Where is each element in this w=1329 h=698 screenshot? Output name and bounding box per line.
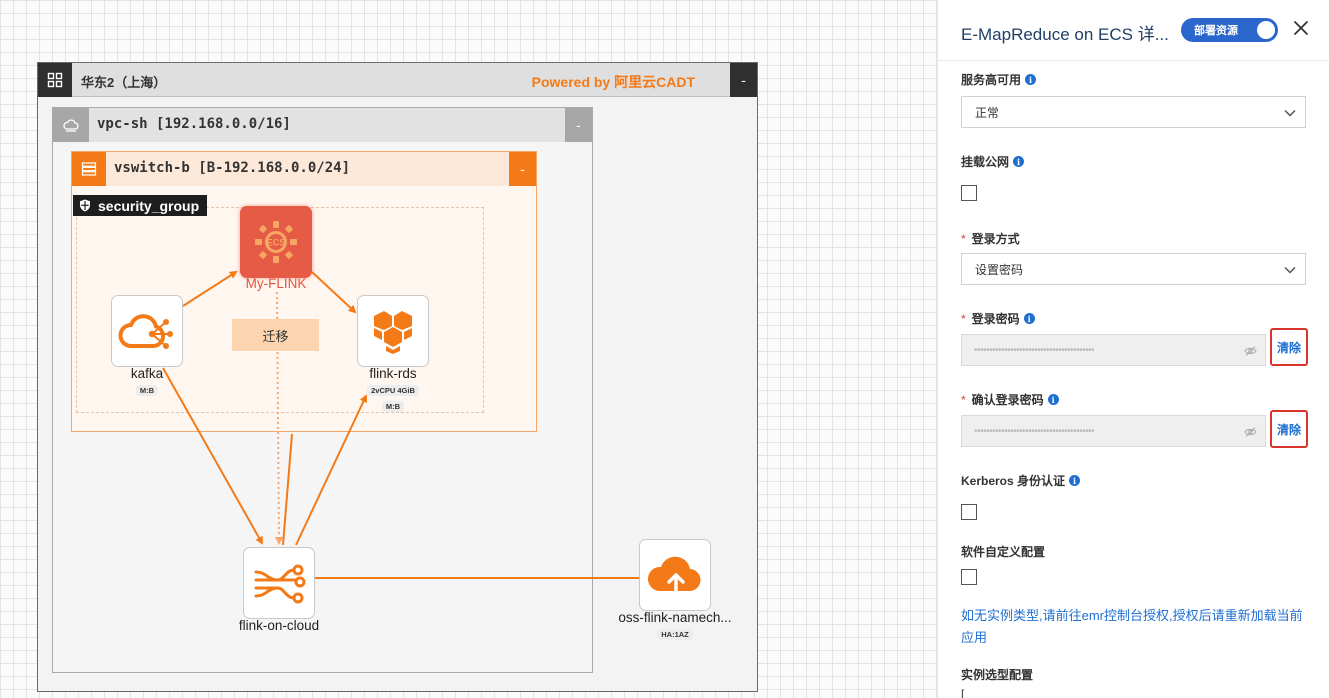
deploy-resource-toggle[interactable]: 部署资源 [1181,18,1278,42]
ha-select[interactable]: 正常 [961,96,1306,128]
field-label-text: 挂载公网 [961,155,1010,169]
region-grid-icon [38,63,72,97]
oss-upload-cloud-icon [639,539,711,611]
close-icon[interactable] [1290,17,1312,39]
field-label-text: Kerberos 身份认证 [961,474,1066,488]
login-password-field-label: * 登录密码 i [961,310,1035,327]
info-icon[interactable]: i [1023,313,1035,324]
node-ecs-my-flink[interactable]: ECS My-FLINK [240,206,312,291]
instance-config-field-label: 实例选型配置 [961,666,1033,683]
login-password-input[interactable]: •••••••••••••••••••••••••••••••••••••••• [961,334,1266,366]
kerberos-checkbox[interactable] [961,504,977,520]
masked-value: •••••••••••••••••••••••••••••••••••••••• [974,344,1095,356]
node-oss[interactable]: oss-flink-namech... HA:1AZ [618,539,732,640]
region-header: 华东2（上海） Powered by 阿里云CADT - [38,63,757,97]
kerberos-field-label: Kerberos 身份认证 i [961,472,1081,489]
login-method-select[interactable]: 设置密码 [961,253,1306,285]
cloud-icon [53,108,89,142]
node-kafka[interactable]: kafka M:B [111,295,183,396]
field-label-text: 登录方式 [971,232,1020,246]
toggle-knob [1257,21,1275,39]
field-label-text: 服务高可用 [961,73,1022,87]
node-label: flink-on-cloud [238,618,320,633]
field-label-text: 软件自定义配置 [961,545,1046,559]
shield-icon [80,199,90,212]
masked-value: •••••••••••••••••••••••••••••••••••••••• [974,425,1095,437]
info-icon[interactable]: i [1025,74,1037,85]
field-label-text: 确认登录密码 [971,393,1044,407]
link-kafka-flink[interactable] [162,367,263,545]
info-icon[interactable]: i [1013,156,1025,167]
vswitch-collapse-button[interactable]: - [509,152,536,186]
public-ip-field-label: 挂载公网 i [961,153,1025,170]
server-list-icon [72,152,106,186]
public-ip-checkbox[interactable] [961,185,977,201]
required-mark: * [961,231,966,246]
instance-config-value: [ [961,687,965,698]
link-flink-rds[interactable] [295,394,368,546]
migrate-button[interactable]: 迁移 [232,319,319,351]
required-mark: * [961,311,966,326]
detail-panel[interactable]: E-MapReduce on ECS 详... 部署资源 服务高可用 i 正常 … [937,0,1329,698]
vpc-title: vpc-sh [192.168.0.0/16] [97,116,291,132]
select-value: 正常 [975,105,1000,120]
select-value: 设置密码 [975,262,1024,277]
node-label: My-FLINK [245,276,307,291]
node-label: oss-flink-namech... [618,610,732,625]
link-vswitch-flink[interactable] [282,433,293,546]
rds-hexagon-icon [357,295,429,367]
link-ecs-rds[interactable] [311,271,357,314]
confirm-password-field-label: * 确认登录密码 i [961,391,1059,408]
panel-title: E-MapReduce on ECS 详... [961,25,1169,44]
node-label: flink-rds [369,366,417,381]
field-label-text: 实例选型配置 [961,668,1034,682]
region-collapse-button[interactable]: - [730,63,757,97]
clear-password-button[interactable]: 清除 [1270,328,1308,366]
vpc-header: vpc-sh [192.168.0.0/16] - [53,108,592,142]
chevron-down-icon [1284,109,1296,117]
node-flink-on-cloud[interactable]: flink-on-cloud [239,547,319,633]
required-mark: * [961,392,966,407]
kafka-cloud-icon [111,295,183,367]
login-method-field-label: * 登录方式 [961,230,1020,247]
eye-hidden-icon[interactable] [1244,426,1257,438]
ha-field-label: 服务高可用 i [961,71,1037,88]
flink-stream-icon [243,547,315,619]
security-group-tag[interactable]: security_group [73,195,208,216]
ecs-icon-text: ECS [267,238,286,248]
confirm-password-input[interactable]: •••••••••••••••••••••••••••••••••••••••• [961,415,1266,447]
node-flink-rds[interactable]: flink-rds 2vCPU 4GiB M:B [357,295,429,412]
node-badge: M:B [381,401,405,412]
vswitch-title: vswitch-b [B-192.168.0.0/24] [114,160,351,176]
info-icon[interactable]: i [1047,394,1059,405]
chevron-down-icon [1284,266,1296,274]
field-label-text: 登录密码 [971,312,1020,326]
toggle-label: 部署资源 [1194,25,1238,37]
clear-confirm-password-button[interactable]: 清除 [1270,410,1308,448]
security-group-label: security_group [98,197,200,214]
ecs-icon: ECS [240,206,312,278]
panel-header: E-MapReduce on ECS 详... 部署资源 [938,0,1329,61]
node-spec-badge: 2vCPU 4GiB [367,385,419,396]
diagram-canvas[interactable]: 华东2（上海） Powered by 阿里云CADT - vpc-sh [192… [0,0,937,698]
software-config-field-label: 软件自定义配置 [961,543,1045,560]
powered-by-label: Powered by 阿里云CADT [531,74,695,90]
node-label: kafka [130,366,164,381]
emr-authorize-hint-link[interactable]: 如无实例类型,请前往emr控制台授权,授权后请重新加载当前应用 [961,608,1303,645]
vswitch-header: vswitch-b [B-192.168.0.0/24] - [72,152,536,186]
eye-hidden-icon[interactable] [1244,345,1257,357]
info-icon[interactable]: i [1069,475,1081,486]
node-badge: M:B [135,385,159,396]
vpc-collapse-button[interactable]: - [565,108,592,142]
software-config-checkbox[interactable] [961,569,977,585]
region-title: 华东2（上海） [81,75,167,90]
link-kafka-ecs[interactable] [182,270,238,307]
node-badge: HA:1AZ [657,629,693,640]
